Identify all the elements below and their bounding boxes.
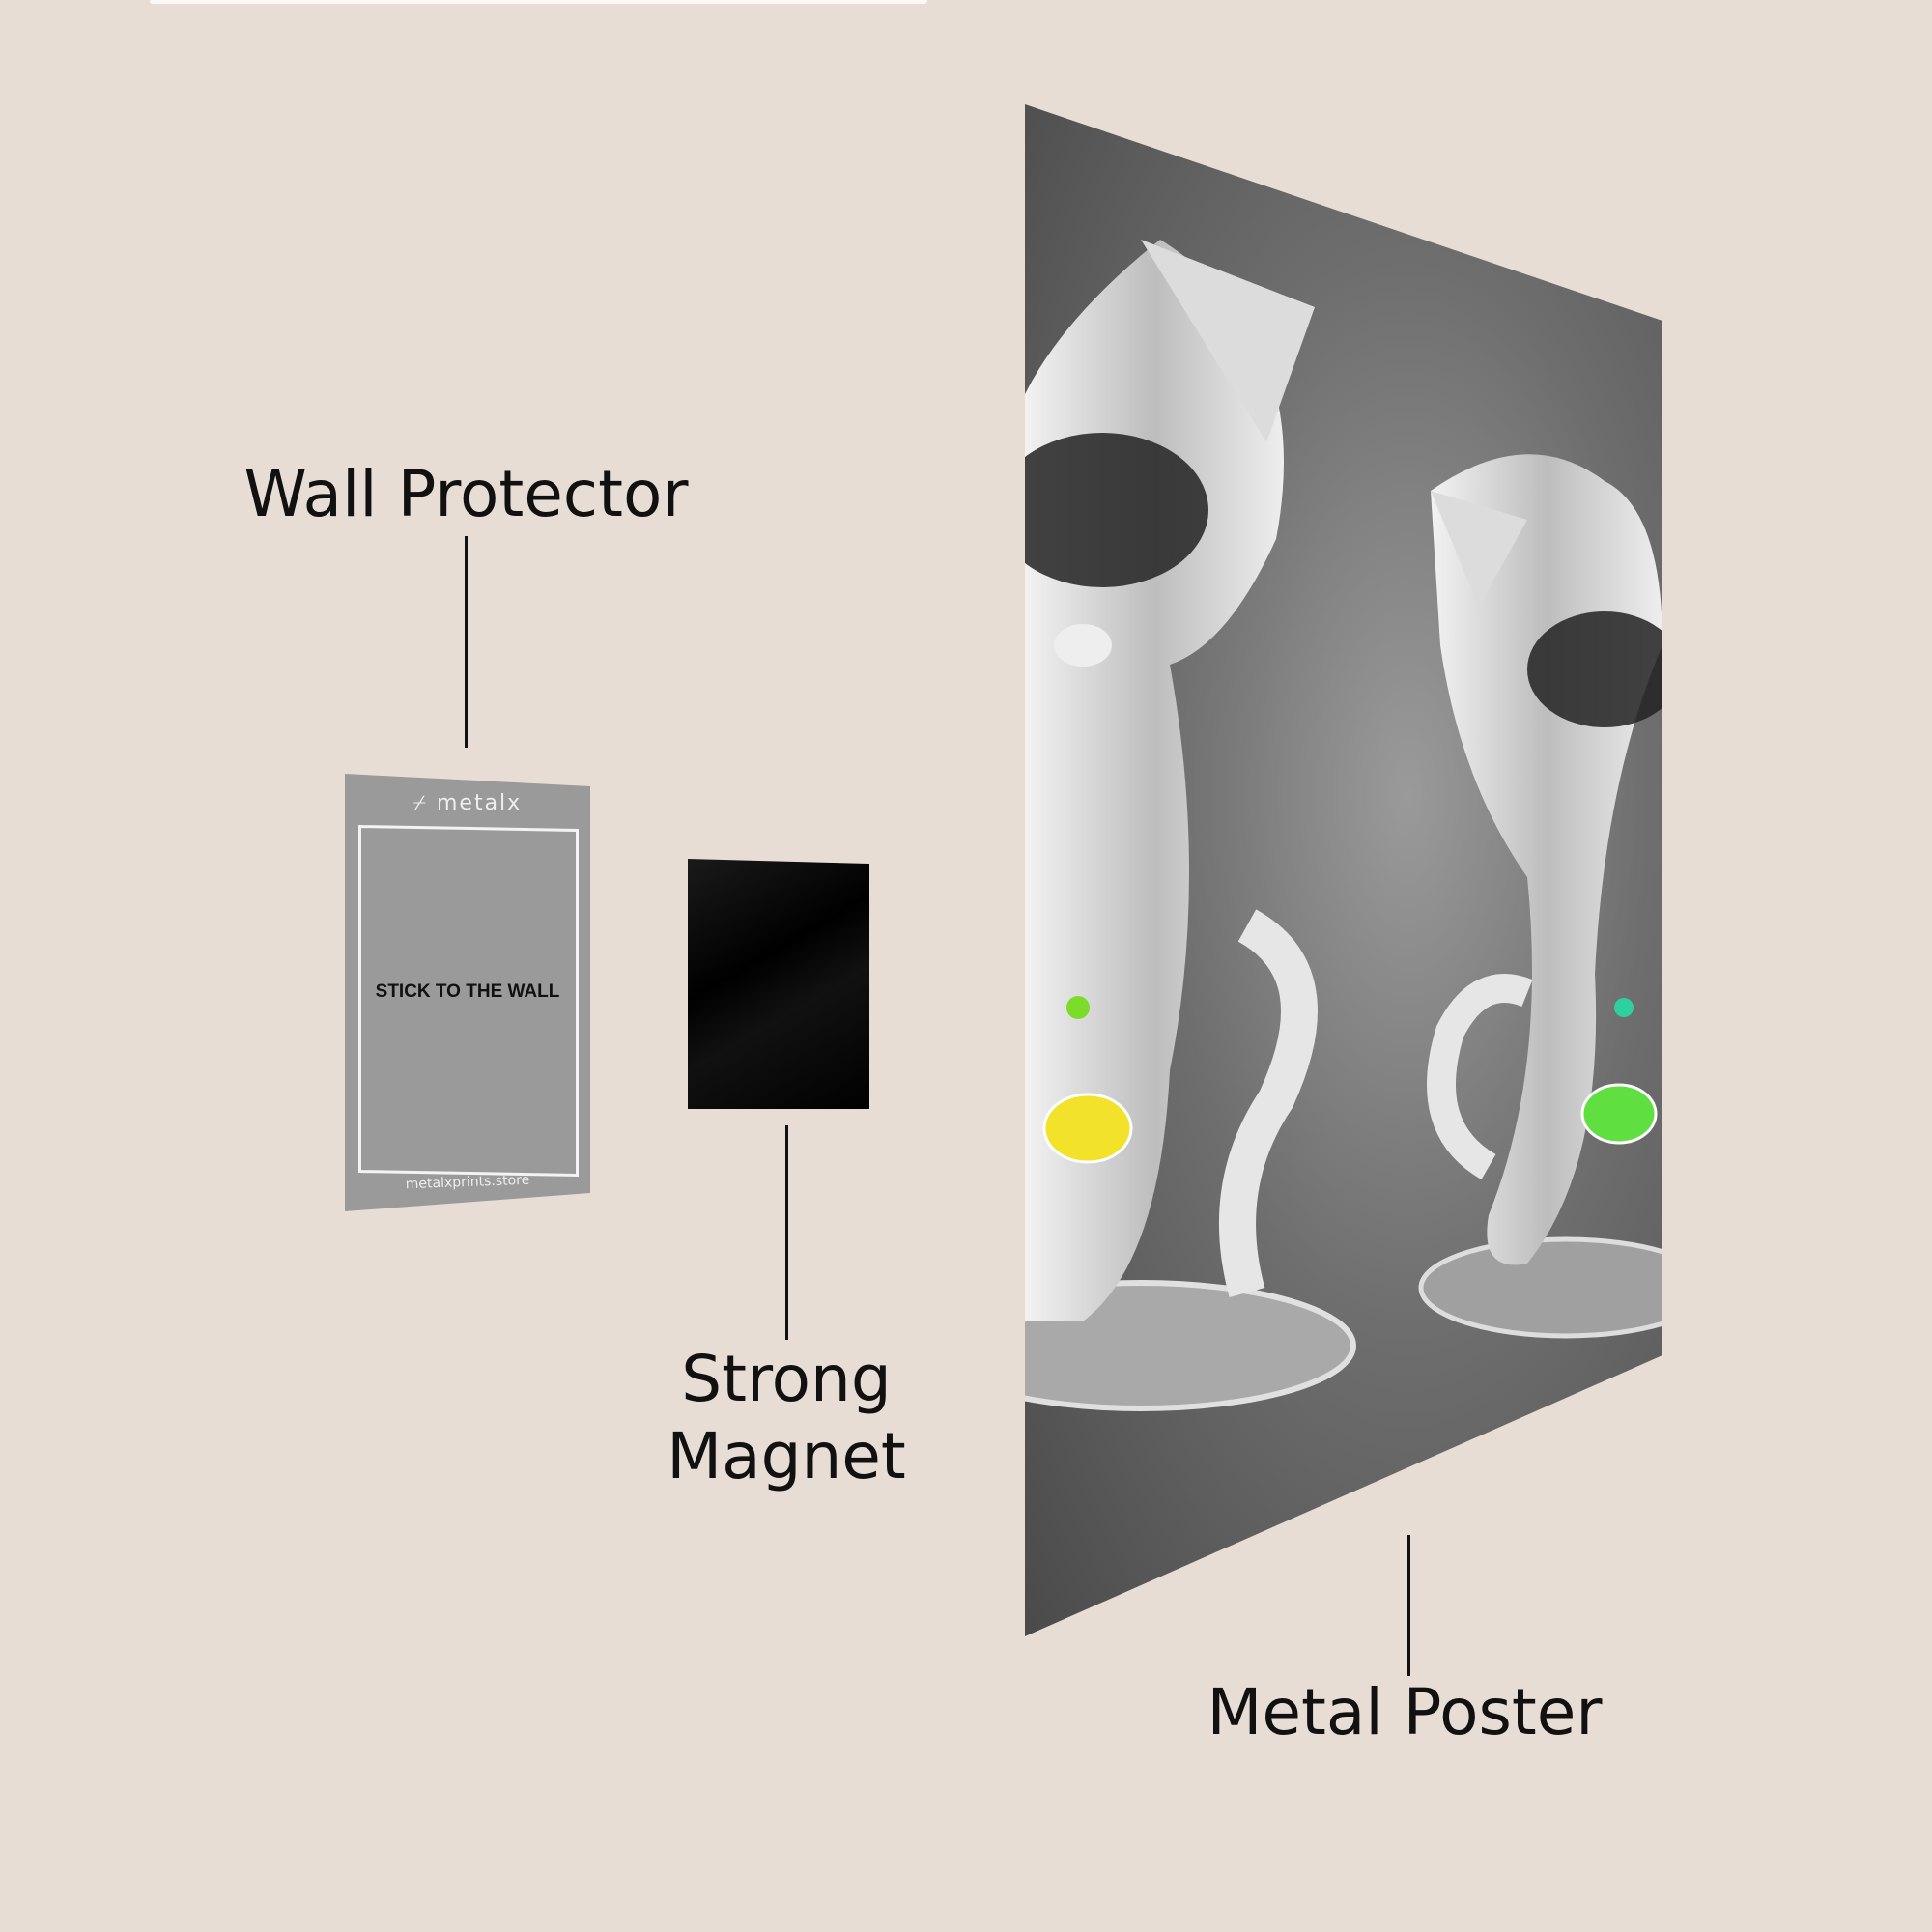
wall-protector-label: Wall Protector bbox=[243, 457, 689, 531]
wall-protector-leader-line bbox=[465, 536, 468, 748]
top-edge-strip bbox=[150, 0, 927, 4]
magnet-leader-line bbox=[785, 1125, 788, 1340]
cat-left bbox=[1025, 240, 1356, 1411]
metalx-logo: ⌿ metalx bbox=[345, 791, 590, 815]
metal-poster bbox=[1025, 104, 1662, 1636]
protector-website: metalxprints.store bbox=[405, 1172, 530, 1193]
strong-magnet bbox=[688, 859, 869, 1109]
protector-instruction: STICK TO THE WALL bbox=[375, 981, 560, 1002]
cat-right bbox=[1418, 454, 1662, 1339]
wall-protector: ⌿ metalx STICK TO THE WALL metalxprints.… bbox=[345, 774, 590, 1211]
strong-magnet-label: Strong Magnet bbox=[593, 1341, 980, 1495]
strong-magnet-label-line2: Magnet bbox=[667, 1419, 906, 1493]
logo-text: metalx bbox=[436, 791, 523, 815]
strong-magnet-label-line1: Strong bbox=[681, 1342, 892, 1416]
logo-mark-icon: ⌿ bbox=[412, 791, 437, 815]
metal-poster-label: Metal Poster bbox=[1207, 1675, 1603, 1749]
poster-artwork-cats bbox=[1025, 240, 1662, 1411]
metal-poster-leader-line bbox=[1407, 1535, 1410, 1676]
